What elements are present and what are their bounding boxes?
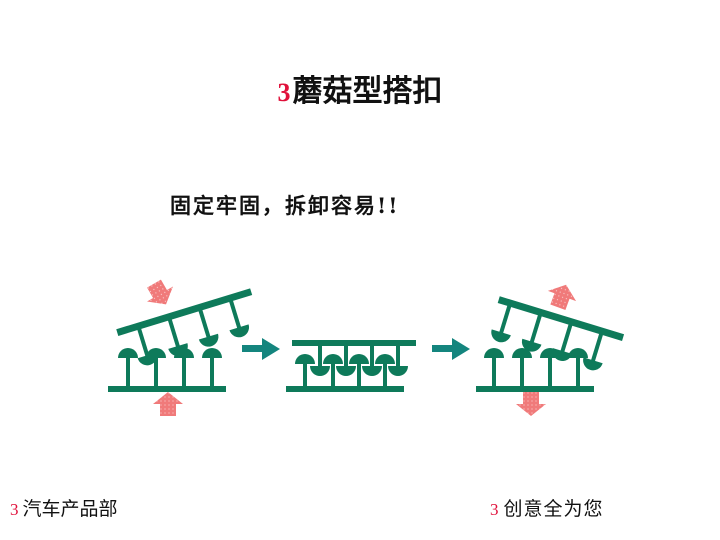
title-number: 3 — [277, 78, 291, 107]
slide-title: 3蘑菇型搭扣 — [0, 66, 720, 110]
force-arrow-up — [153, 392, 183, 416]
force-arrow-down — [516, 392, 546, 416]
footer-right-number: 3 — [490, 500, 500, 519]
stage-engaged — [286, 340, 416, 392]
footer-left-text: 汽车产品部 — [22, 498, 118, 520]
upper-hook-plate — [292, 340, 416, 346]
lower-hook-plate — [286, 386, 404, 392]
footer-right-text: 创意全为您 — [503, 498, 604, 520]
force-arrow-down — [147, 279, 173, 305]
upper-hook-plate — [488, 296, 625, 373]
footer-left-number: 3 — [10, 500, 19, 519]
stage-open — [108, 279, 253, 416]
lower-hook-plate — [108, 348, 226, 392]
title-text: 蘑菇型搭扣 — [292, 74, 443, 109]
upper-hook-plate — [116, 288, 253, 368]
stage-released — [476, 284, 625, 416]
slide-subtitle: 固定牢固，拆卸容易!! — [170, 193, 400, 218]
lower-hook-plate — [476, 348, 594, 392]
process-arrow-1 — [242, 338, 280, 360]
force-arrow-up — [547, 284, 577, 311]
process-arrow-2 — [432, 338, 470, 360]
